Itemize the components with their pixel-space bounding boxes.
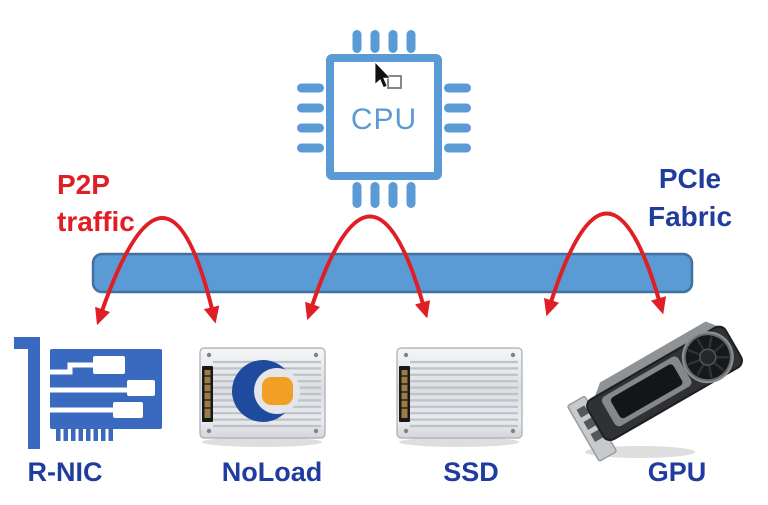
p2p-arrow-arc-noload-ssd	[305, 214, 431, 321]
cpu-label: CPU	[350, 103, 418, 136]
pcie-fabric-label: PCIe Fabric	[647, 163, 733, 232]
mouse-cursor-icon	[374, 60, 402, 89]
device-label-ssd: SSD	[443, 457, 499, 487]
device-label-rnic: R-NIC	[27, 457, 103, 487]
network-card-icon	[14, 337, 162, 449]
gpu-card-icon	[567, 321, 743, 462]
ssd-drive-icon	[395, 346, 524, 447]
p2p-arrow-arc-ssd-gpu	[544, 211, 667, 317]
noload-accelerator-icon	[198, 346, 327, 447]
device-label-noload: NoLoad	[221, 457, 323, 487]
p2p-traffic-label: P2P traffic	[57, 169, 135, 237]
device-label-gpu: GPU	[647, 457, 707, 487]
pcie-fabric-bar	[91, 252, 694, 294]
p2p-arrow-arc-rnic-noload	[95, 216, 220, 326]
cpu-chip-icon	[297, 30, 471, 208]
